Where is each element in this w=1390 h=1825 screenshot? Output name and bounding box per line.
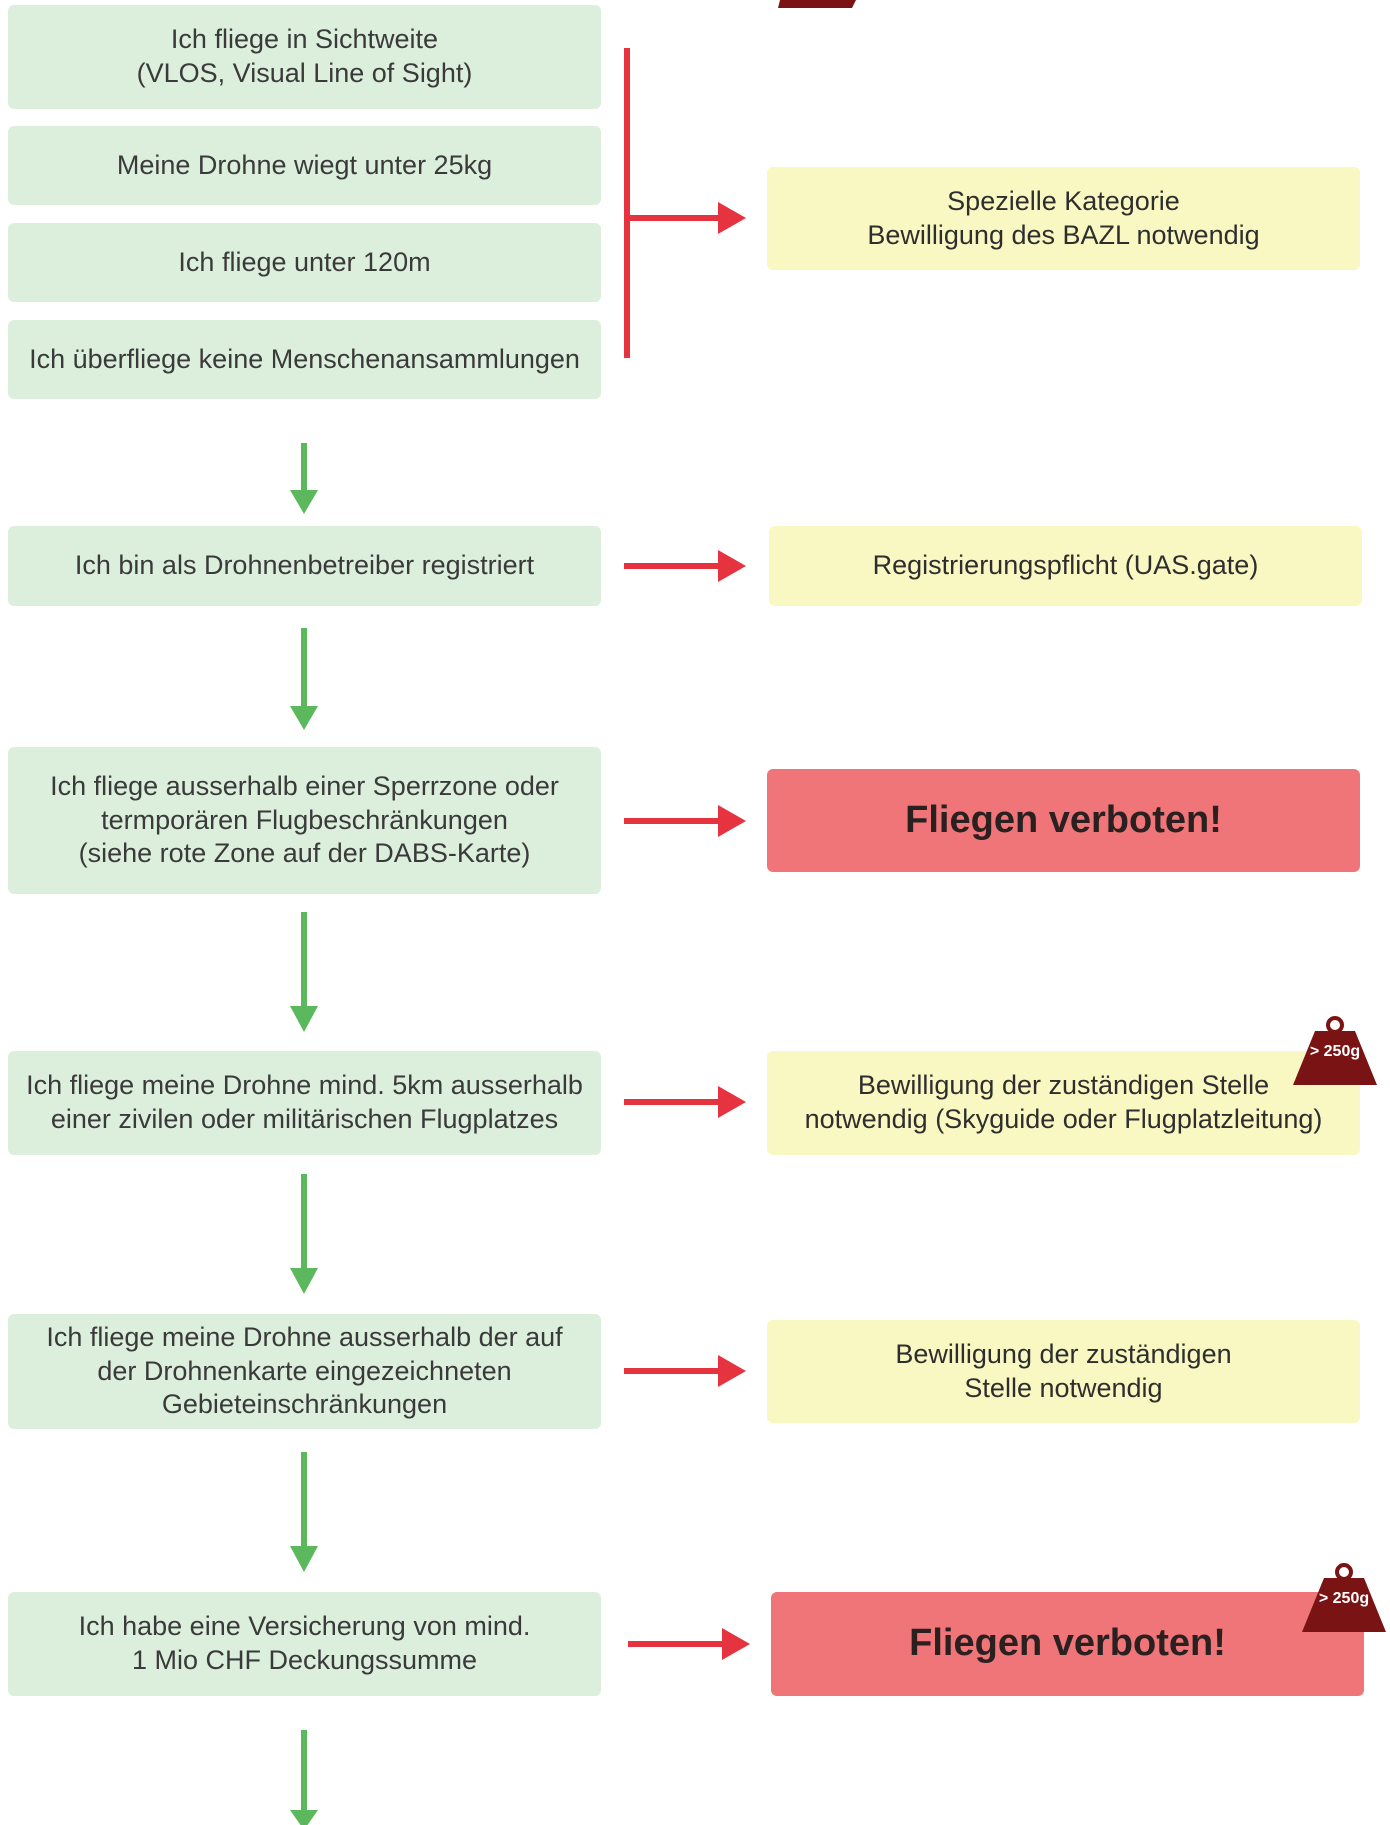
step-registration: Ich bin als Drohnenbetreiber registriert xyxy=(8,526,601,606)
weight-label: > 250g xyxy=(1309,1043,1361,1060)
weight-icon-partial xyxy=(778,0,856,8)
step-airfield-distance: Ich fliege meine Drohne mind. 5km ausser… xyxy=(8,1051,601,1155)
step-insurance: Ich habe eine Versicherung von mind. 1 M… xyxy=(8,1592,601,1696)
outcome-forbidden-1: Fliegen verboten! xyxy=(767,769,1360,872)
weight-icon xyxy=(1293,1016,1377,1085)
outcome-airfield-permit: Bewilligung der zuständigen Stelle notwe… xyxy=(767,1051,1360,1155)
green-arrow-2 xyxy=(290,628,318,730)
step-weight: Meine Drohne wiegt unter 25kg xyxy=(8,126,601,205)
weight-badge-2: > 250g xyxy=(1302,1560,1386,1632)
weight-label: > 250g xyxy=(1318,1590,1370,1607)
red-arrow-4 xyxy=(624,1086,746,1118)
red-arrow-6 xyxy=(628,1628,750,1660)
red-arrow-2 xyxy=(624,550,746,582)
step-area-restrictions: Ich fliege meine Drohne ausserhalb der a… xyxy=(8,1314,601,1429)
red-arrow-3 xyxy=(624,805,746,837)
red-arrow-5 xyxy=(624,1355,746,1387)
outcome-registration: Registrierungspflicht (UAS.gate) xyxy=(769,526,1362,606)
red-bracket xyxy=(624,48,722,358)
step-restricted-zone: Ich fliege ausserhalb einer Sperrzone od… xyxy=(8,747,601,894)
weight-icon xyxy=(1302,1563,1386,1632)
outcome-forbidden-2: Fliegen verboten! xyxy=(771,1592,1364,1696)
weight-badge-1: > 250g xyxy=(1293,1013,1377,1085)
step-vlos: Ich fliege in Sichtweite (VLOS, Visual L… xyxy=(8,5,601,109)
outcome-area-permit: Bewilligung der zuständigen Stelle notwe… xyxy=(767,1320,1360,1423)
green-arrow-4 xyxy=(290,1174,318,1294)
red-arrow-head-1 xyxy=(718,202,746,234)
outcome-special-category: Spezielle Kategorie Bewilligung des BAZL… xyxy=(767,167,1360,270)
step-crowds: Ich überfliege keine Menschenansammlunge… xyxy=(8,320,601,399)
green-arrow-1 xyxy=(290,443,318,514)
step-altitude: Ich fliege unter 120m xyxy=(8,223,601,302)
green-arrow-6 xyxy=(290,1730,318,1825)
green-arrow-3 xyxy=(290,912,318,1032)
green-arrow-5 xyxy=(290,1452,318,1572)
